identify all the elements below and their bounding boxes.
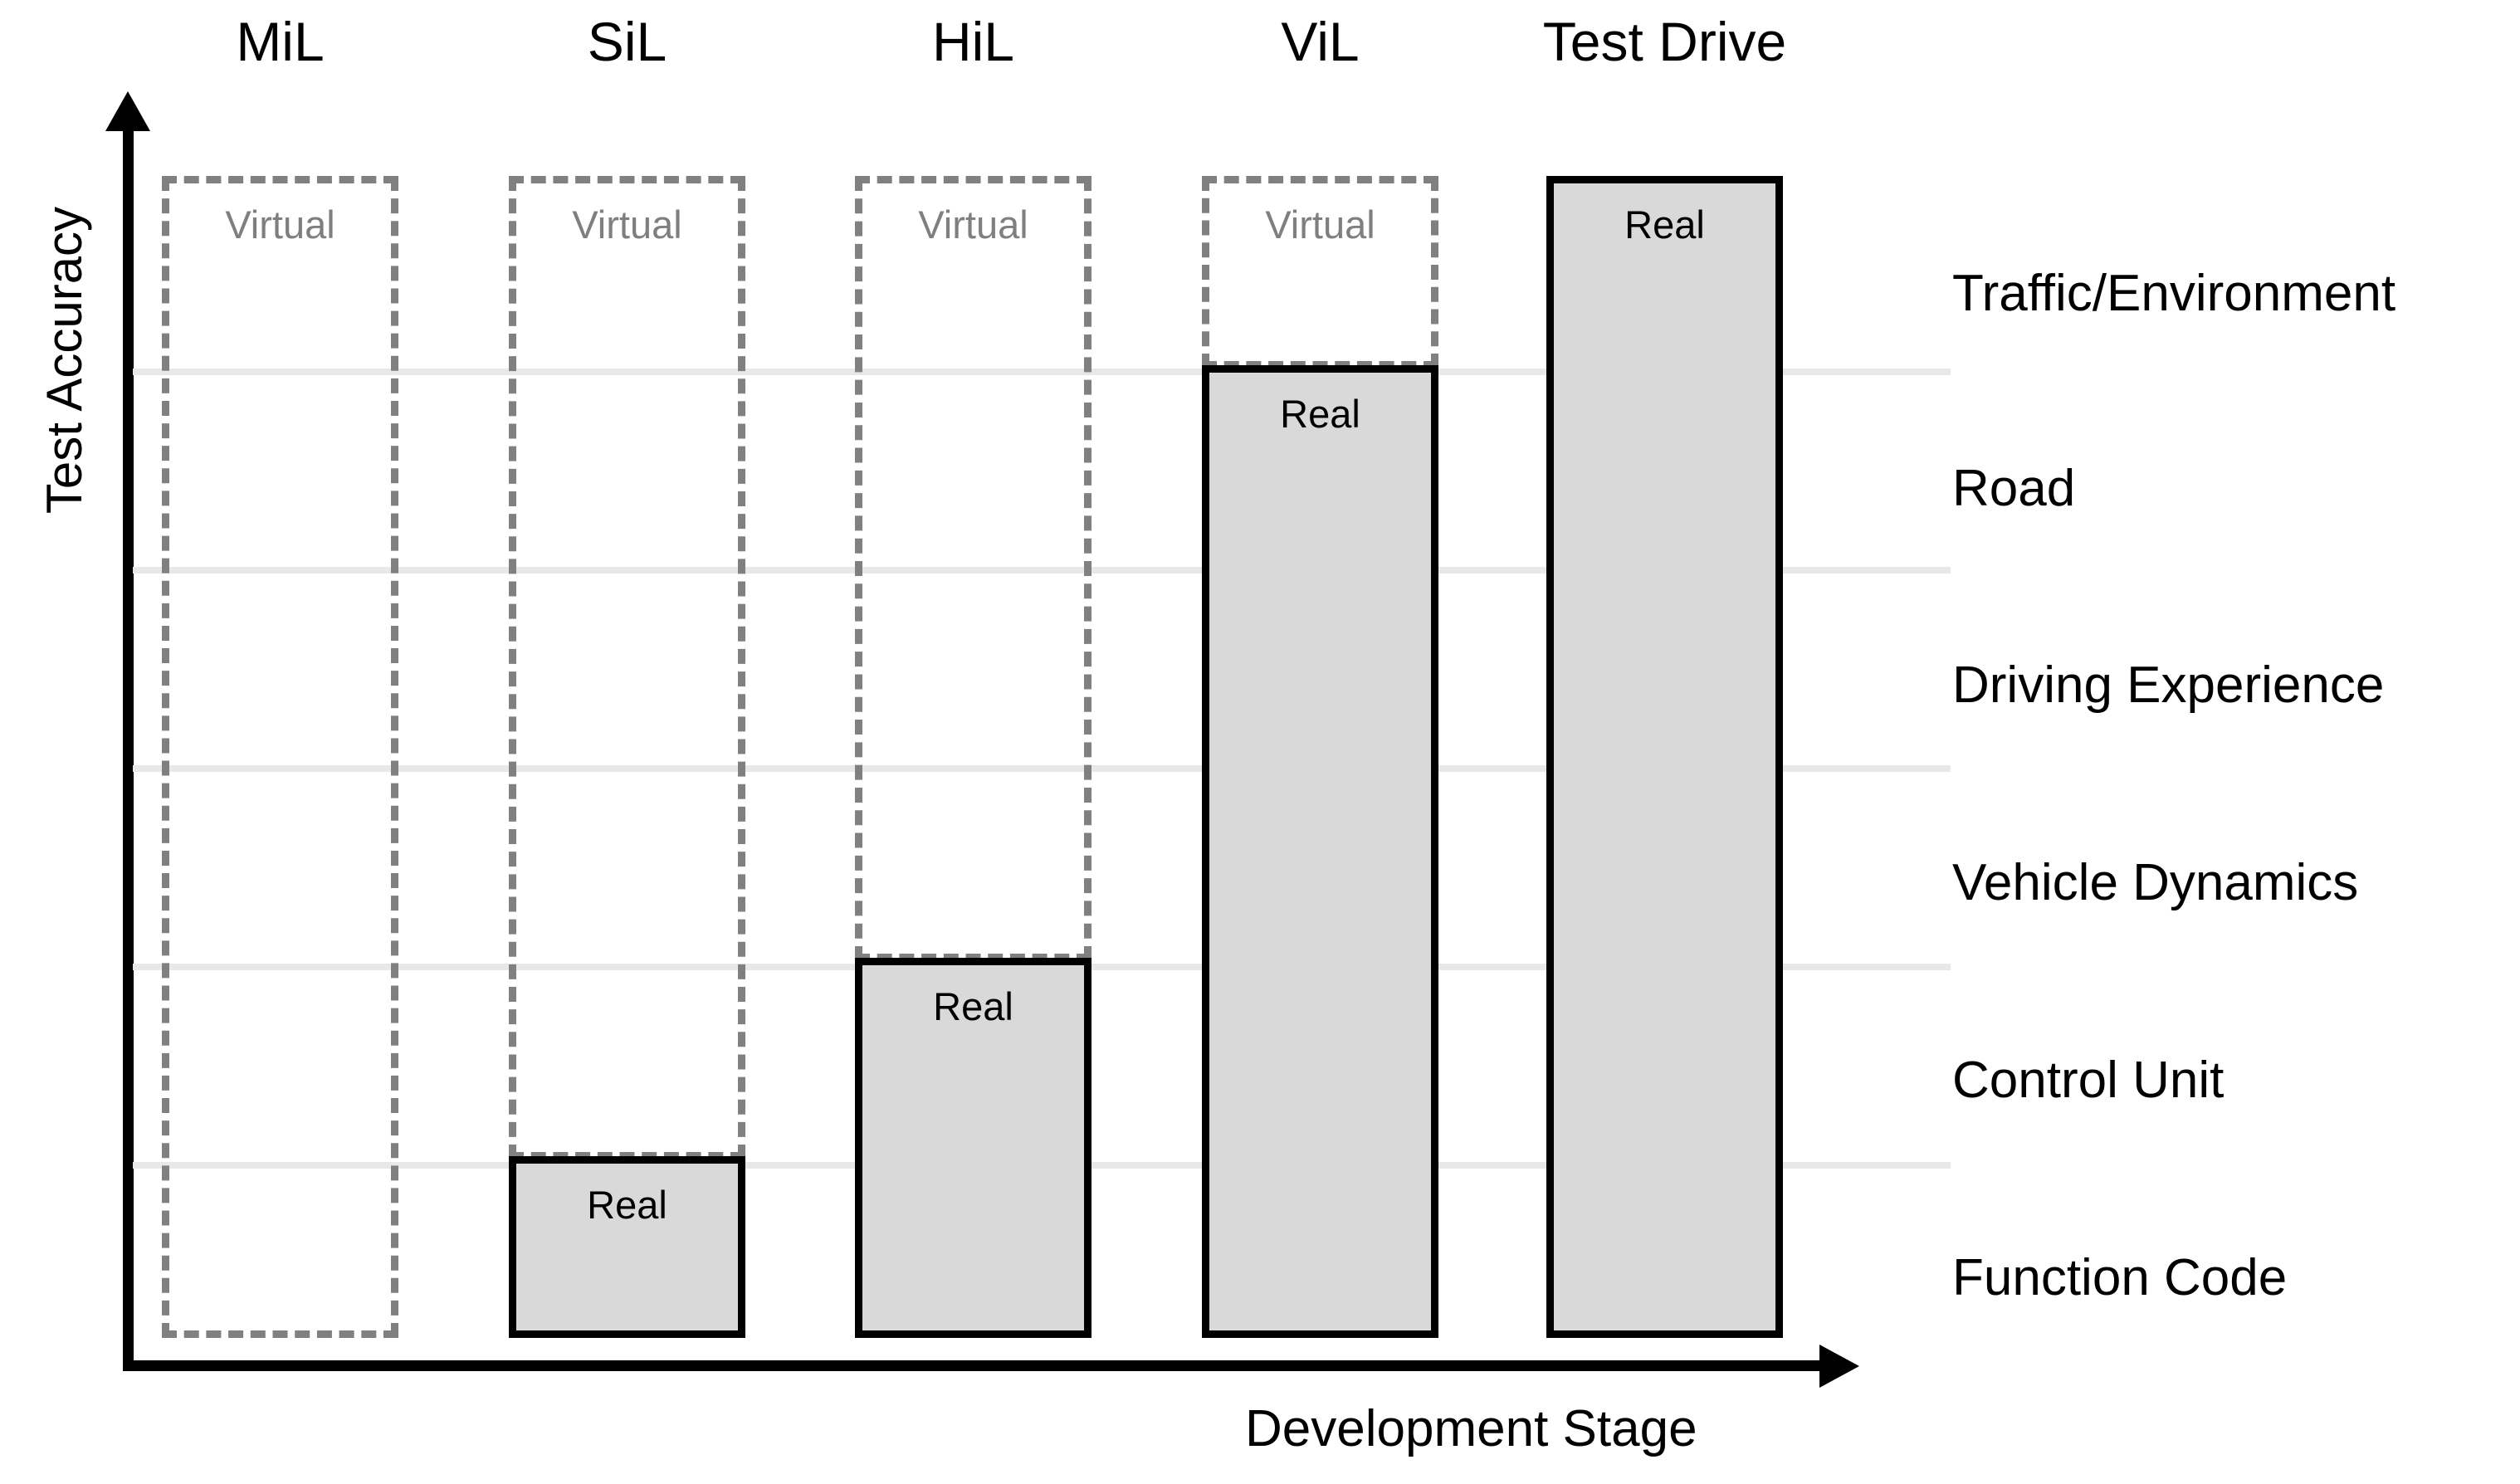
gridline-2 [133,567,1951,574]
real-segment-test-drive[interactable]: Real [1546,176,1783,1338]
x-axis-arrow-icon [1819,1345,1859,1388]
layer-label-function-code: Function Code [1952,1249,2288,1306]
real-segment-sil[interactable]: Real [509,1156,745,1338]
layer-label-control-unit: Control Unit [1952,1052,2225,1109]
virtual-segment-label: Virtual [1265,203,1375,247]
virtual-segment-mil[interactable]: Virtual [162,176,398,1338]
real-segment-label: Real [1280,392,1360,436]
real-segment-vil[interactable]: Real [1202,365,1438,1338]
column-header-test-drive: Test Drive [1542,11,1787,72]
layer-label-vehicle-dynamics: Vehicle Dynamics [1952,854,2359,911]
stage-column-mil[interactable]: MiL Virtual [162,0,398,1484]
real-segment-label: Real [1624,203,1705,247]
stage-column-sil[interactable]: SiL Virtual Real [509,0,745,1484]
column-header-vil: ViL [1281,11,1360,72]
layer-label-traffic-environment: Traffic/Environment [1952,265,2396,322]
stage-column-hil[interactable]: HiL Virtual Real [855,0,1092,1484]
virtual-segment-label: Virtual [918,203,1028,247]
real-segment-hil[interactable]: Real [855,958,1092,1338]
layer-label-road: Road [1952,460,2076,517]
column-header-hil: HiL [931,11,1015,72]
column-header-sil: SiL [587,11,667,72]
virtual-segment-vil[interactable]: Virtual [1202,176,1438,369]
y-axis-arrow-icon [105,91,150,131]
virtual-segment-label: Virtual [225,203,335,247]
y-axis-line [123,124,134,1369]
real-segment-label: Real [587,1183,667,1227]
column-header-mil: MiL [236,11,325,72]
virtual-segment-label: Virtual [572,203,682,247]
stage-column-vil[interactable]: ViL Virtual Real [1202,0,1438,1484]
gridline-3 [133,765,1951,772]
gridline-1 [133,369,1951,375]
x-axis-title: Development Stage [1245,1400,1697,1457]
real-segment-label: Real [933,984,1013,1028]
stage-column-test-drive[interactable]: Test Drive Real [1542,0,1787,1484]
x-axis-line [123,1360,1833,1371]
layer-label-driving-experience: Driving Experience [1952,657,2385,714]
virtual-segment-sil[interactable]: Virtual [509,176,745,1159]
virtual-segment-hil[interactable]: Virtual [855,176,1092,961]
y-axis-title: Test Accuracy [37,206,92,515]
